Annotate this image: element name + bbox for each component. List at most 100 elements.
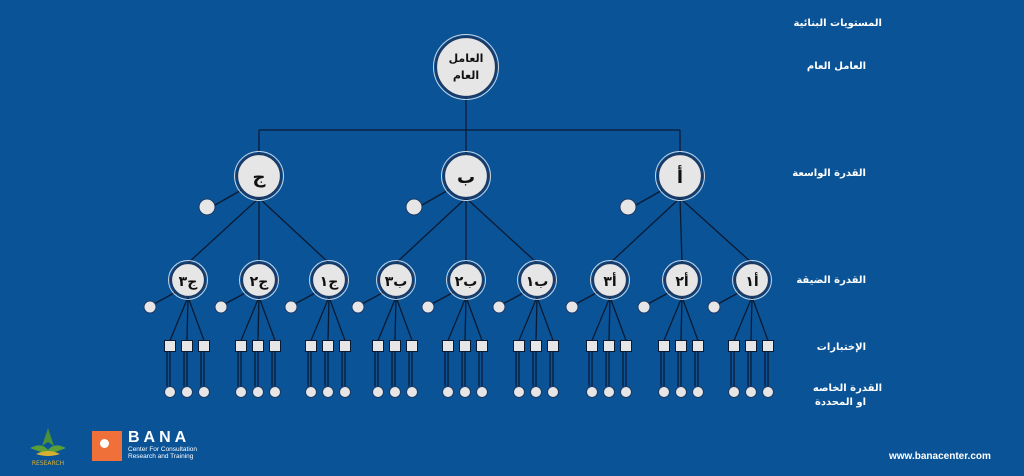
edge-narrow-test — [328, 296, 346, 341]
edge-broad-narrow — [395, 197, 467, 264]
edge-narrow-test — [680, 296, 683, 341]
test-square — [745, 340, 757, 352]
bana-subtitle-line1: Center For Consultation — [128, 446, 198, 453]
edge-narrow-test — [518, 296, 538, 341]
edge-broad-narrow — [609, 197, 681, 264]
broad-unique-circle — [405, 198, 423, 216]
narrow-node-label: أ١ — [745, 272, 758, 290]
edge-broad-extra — [214, 187, 246, 206]
level-broad-label: القدرة الواسعة — [792, 168, 866, 179]
bana-subtitle-line2: Research and Training — [128, 453, 194, 460]
narrow-node-label: ج١ — [320, 274, 340, 290]
narrow-unique-circle — [492, 300, 506, 314]
broad-node: أ — [655, 151, 705, 201]
level-header-label: المستويات البنائية — [793, 18, 882, 29]
narrow-node-label: ب١ — [526, 274, 549, 290]
edge-narrow-test — [377, 296, 397, 341]
edges-layer — [151, 97, 769, 387]
test-square — [269, 340, 281, 352]
edge-broad-narrow — [187, 197, 260, 264]
bana-title: BANA — [128, 429, 191, 446]
narrow-node: ب٣ — [376, 260, 416, 300]
broad-node: ب — [441, 151, 491, 201]
test-square — [728, 340, 740, 352]
specific-dot — [476, 386, 488, 398]
edge-narrow-test — [327, 296, 330, 341]
level-narrow-label: القدرة الضيقة — [796, 275, 866, 286]
broad-node-label: ب — [457, 167, 475, 188]
website-link[interactable]: www.banacenter.com — [889, 451, 991, 462]
edge-broad-narrow — [679, 197, 683, 264]
level-tests-label: الإختبارات — [816, 342, 866, 353]
bana-mark-icon — [92, 431, 122, 461]
specific-dot — [389, 386, 401, 398]
narrow-node-label: ج٣ — [179, 274, 199, 290]
edge-narrow-test — [535, 296, 538, 341]
edge-narrow-extra — [222, 291, 248, 306]
edge-broad-extra — [421, 187, 453, 206]
edge-broad-narrow — [679, 197, 753, 264]
edge-narrow-extra — [151, 291, 177, 306]
research-logo: RESEARCH — [22, 424, 74, 468]
test-square — [322, 340, 334, 352]
narrow-node: أ١ — [732, 260, 772, 300]
specific-dot — [198, 386, 210, 398]
test-square — [762, 340, 774, 352]
bana-logo: BANA Center For Consultation Research an… — [92, 429, 232, 465]
level-specific-label-1: القدرة الخاصه — [812, 383, 882, 394]
specific-dot — [620, 386, 632, 398]
specific-dot — [728, 386, 740, 398]
edge-narrow-test — [733, 296, 753, 341]
specific-dot — [305, 386, 317, 398]
specific-dot — [406, 386, 418, 398]
narrow-unique-circle — [143, 300, 157, 314]
test-square — [658, 340, 670, 352]
edge-narrow-extra — [645, 291, 671, 306]
edge-narrow-test — [258, 296, 276, 341]
edge-narrow-test — [750, 296, 753, 341]
test-square — [252, 340, 264, 352]
specific-dot — [692, 386, 704, 398]
narrow-node: ب١ — [517, 260, 557, 300]
specific-dot — [745, 386, 757, 398]
edge-narrow-test — [608, 296, 611, 341]
specific-dot — [547, 386, 559, 398]
edge-narrow-extra — [359, 291, 385, 306]
narrow-node: ج١ — [309, 260, 349, 300]
specific-dot — [164, 386, 176, 398]
level-general-label: العامل العام — [806, 61, 866, 72]
narrow-node: ج٢ — [239, 260, 279, 300]
edge-narrow-test — [751, 296, 769, 341]
specific-dot — [459, 386, 471, 398]
test-square — [442, 340, 454, 352]
specific-dot — [603, 386, 615, 398]
specific-dot — [762, 386, 774, 398]
specific-dot — [658, 386, 670, 398]
narrow-node-label: أ٣ — [603, 272, 616, 290]
edge-broad-extra — [635, 187, 667, 206]
edge-narrow-test — [681, 296, 699, 341]
edge-narrow-test — [240, 296, 260, 341]
specific-dot — [442, 386, 454, 398]
edge-narrow-test — [464, 296, 467, 341]
test-square — [198, 340, 210, 352]
test-square — [459, 340, 471, 352]
narrow-unique-circle — [284, 300, 298, 314]
broad-node: ج — [234, 151, 284, 201]
specific-dot — [181, 386, 193, 398]
narrow-node: أ٣ — [590, 260, 630, 300]
narrow-unique-circle — [637, 300, 651, 314]
edge-narrow-extra — [715, 291, 741, 306]
test-square — [530, 340, 542, 352]
test-square — [389, 340, 401, 352]
edge-broad-narrow — [465, 197, 538, 264]
edge-narrow-extra — [429, 291, 455, 306]
narrow-node: ب٢ — [446, 260, 486, 300]
narrow-unique-circle — [421, 300, 435, 314]
test-square — [603, 340, 615, 352]
broad-node-label: ج — [253, 167, 266, 188]
narrow-node-label: ب٢ — [455, 274, 478, 290]
edge-narrow-test — [394, 296, 397, 341]
test-square — [181, 340, 193, 352]
